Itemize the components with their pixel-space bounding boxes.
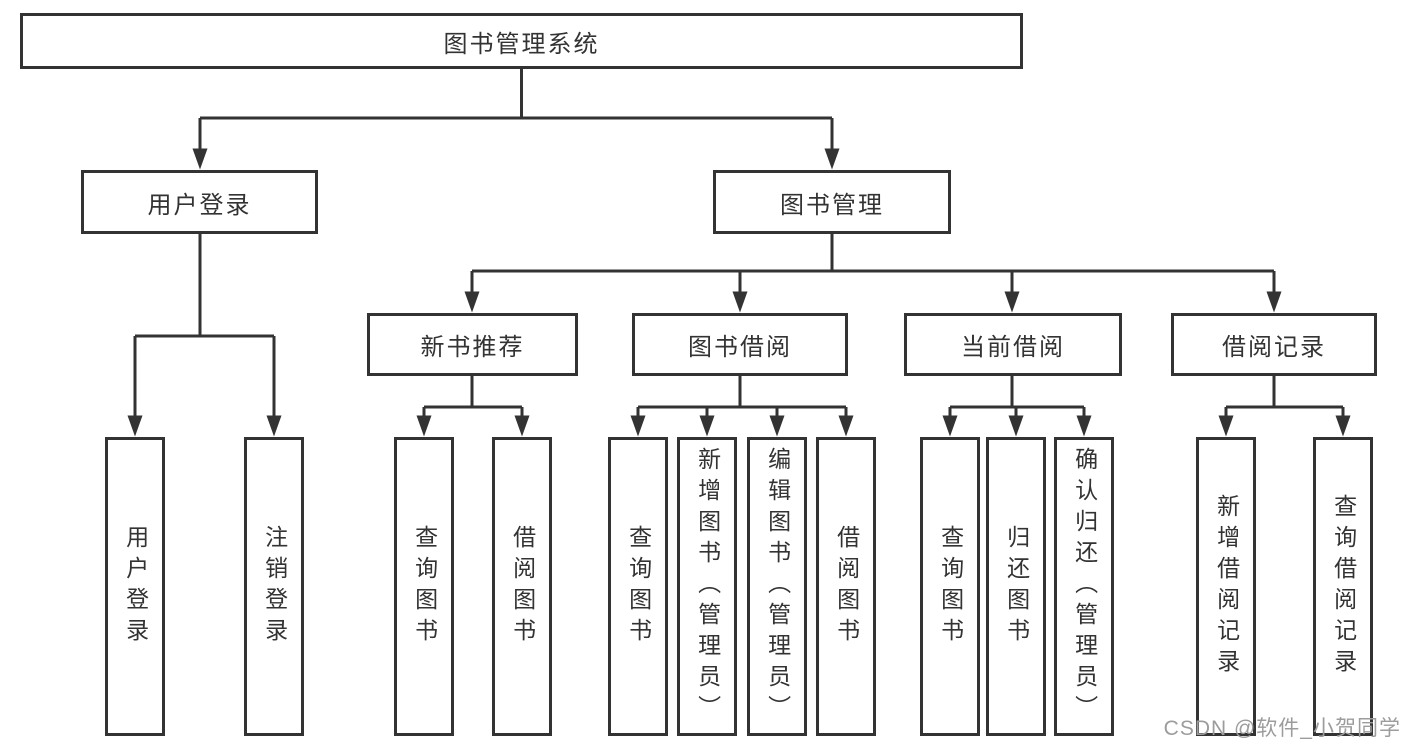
node-library-system-label: 图书管理系统 bbox=[443, 30, 600, 58]
leaf-user-login: 用户登录 bbox=[105, 437, 165, 736]
node-borrow-record: 借阅记录 bbox=[1171, 313, 1377, 376]
leaf-current-query-book-label: 查询图书 bbox=[937, 524, 964, 649]
node-current-borrow-label: 当前借阅 bbox=[961, 334, 1065, 361]
leaf-current-confirm-return-admin: 确认归还（管理员） bbox=[1054, 437, 1114, 736]
leaf-newbook-query-book: 查询图书 bbox=[394, 437, 454, 736]
leaf-borrow-add-book-admin-label: 新增图书（管理员） bbox=[694, 447, 721, 726]
leaf-borrow-query-book: 查询图书 bbox=[608, 437, 668, 736]
leaf-borrow-query-book-label: 查询图书 bbox=[625, 524, 652, 649]
node-user-login-label: 用户登录 bbox=[147, 191, 252, 219]
node-book-borrow: 图书借阅 bbox=[632, 313, 848, 376]
leaf-borrow-add-book-admin: 新增图书（管理员） bbox=[677, 437, 737, 736]
leaf-record-query-borrow-record: 查询借阅记录 bbox=[1313, 437, 1373, 736]
leaf-borrow-borrow-book-label: 借阅图书 bbox=[833, 524, 860, 649]
node-new-book-recommend: 新书推荐 bbox=[367, 313, 578, 376]
leaf-current-confirm-return-admin-label: 确认归还（管理员） bbox=[1071, 447, 1098, 726]
leaf-borrow-edit-book-admin-label: 编辑图书（管理员） bbox=[764, 447, 791, 726]
leaf-borrow-borrow-book: 借阅图书 bbox=[816, 437, 876, 736]
leaf-record-add-borrow-record: 新增借阅记录 bbox=[1196, 437, 1256, 736]
leaf-user-login-label: 用户登录 bbox=[122, 524, 149, 649]
node-new-book-recommend-label: 新书推荐 bbox=[420, 334, 525, 361]
leaf-current-return-book-label: 归还图书 bbox=[1003, 524, 1030, 649]
leaf-logout-label: 注销登录 bbox=[261, 524, 288, 649]
leaf-record-query-borrow-record-label: 查询借阅记录 bbox=[1330, 493, 1357, 680]
node-book-management-label: 图书管理 bbox=[780, 191, 884, 219]
node-current-borrow: 当前借阅 bbox=[904, 313, 1122, 376]
node-user-login: 用户登录 bbox=[81, 170, 318, 234]
leaf-logout: 注销登录 bbox=[244, 437, 304, 736]
leaf-current-query-book: 查询图书 bbox=[920, 437, 980, 736]
leaf-borrow-edit-book-admin: 编辑图书（管理员） bbox=[747, 437, 807, 736]
node-library-system: 图书管理系统 bbox=[20, 13, 1023, 69]
node-book-borrow-label: 图书借阅 bbox=[688, 334, 792, 361]
node-borrow-record-label: 借阅记录 bbox=[1222, 334, 1326, 361]
leaf-current-return-book: 归还图书 bbox=[986, 437, 1046, 736]
leaf-newbook-borrow-book-label: 借阅图书 bbox=[509, 524, 536, 649]
node-book-management: 图书管理 bbox=[713, 170, 951, 234]
leaf-newbook-query-book-label: 查询图书 bbox=[411, 524, 438, 649]
leaf-record-add-borrow-record-label: 新增借阅记录 bbox=[1213, 493, 1240, 680]
csdn-watermark: CSDN @软件_小贺同学 bbox=[1163, 717, 1401, 740]
leaf-newbook-borrow-book: 借阅图书 bbox=[492, 437, 552, 736]
